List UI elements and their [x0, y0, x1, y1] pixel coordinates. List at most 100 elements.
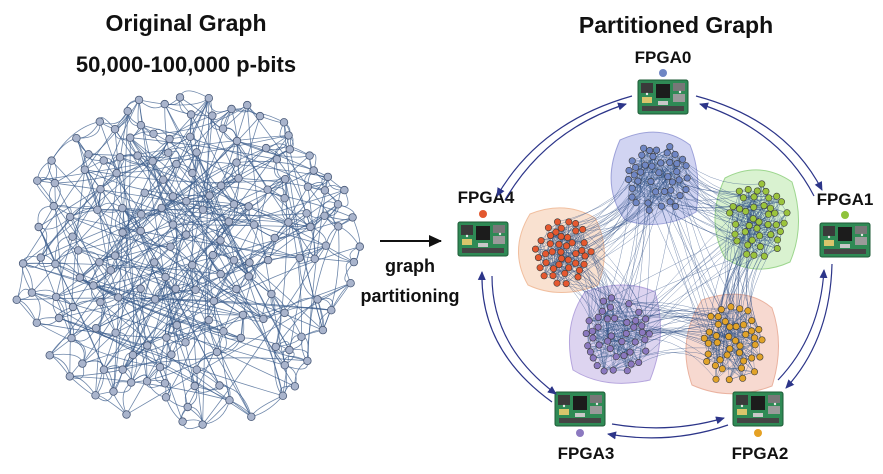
- graph-node: [242, 100, 252, 110]
- graph-node: [245, 258, 254, 267]
- cluster-node-fpga0: [668, 178, 676, 186]
- graph-node: [128, 350, 138, 360]
- graph-node: [349, 257, 359, 267]
- fpga2-board-icon: [732, 391, 784, 427]
- graph-edge: [202, 399, 230, 426]
- graph-node: [136, 284, 145, 293]
- graph-node: [175, 93, 185, 102]
- cluster-node-fpga3: [618, 338, 626, 346]
- cluster-node-fpga3: [623, 367, 631, 375]
- graph-node: [18, 259, 28, 268]
- graph-node: [247, 412, 256, 421]
- graph-node: [340, 185, 349, 195]
- cluster-node-fpga2: [736, 305, 744, 313]
- cluster-node-fpga4: [557, 248, 565, 256]
- cluster-node-fpga1: [771, 209, 779, 217]
- graph-node: [205, 191, 214, 200]
- cluster-node-fpga3: [625, 300, 633, 308]
- graph-node: [263, 255, 273, 265]
- graph-edge: [176, 163, 250, 277]
- cluster-node-fpga4: [564, 233, 572, 241]
- graph-edge: [49, 163, 177, 356]
- inter-cluster-edge: [628, 156, 654, 304]
- original-graph-nodes: [12, 93, 364, 429]
- cluster-node-fpga3: [599, 297, 607, 305]
- graph-node: [224, 217, 233, 226]
- fpga2-dot: [754, 429, 762, 437]
- arrow-fpga3-to-fpga2: [611, 416, 725, 429]
- partition-label-line1: graph: [385, 256, 435, 276]
- graph-node: [155, 363, 165, 372]
- cluster-node-fpga1: [756, 232, 764, 240]
- cluster-node-fpga1: [749, 215, 757, 223]
- graph-edge: [138, 99, 189, 408]
- cluster-node-fpga3: [593, 362, 601, 370]
- inter-cluster-edge: [746, 218, 763, 340]
- graph-node: [67, 333, 76, 343]
- cluster-edge: [747, 310, 763, 340]
- graph-node: [244, 272, 253, 281]
- inter-cluster-edge: [545, 162, 662, 255]
- graph-node: [279, 118, 289, 127]
- graph-node: [188, 168, 197, 178]
- fpga4-board-icon: [457, 221, 509, 257]
- graph-node: [218, 124, 228, 133]
- cluster-node-fpga4: [555, 240, 563, 248]
- graph-node: [136, 120, 146, 130]
- cluster-node-fpga1: [755, 218, 763, 226]
- cluster-node-fpga0: [644, 199, 652, 207]
- cluster-node-fpga3: [588, 327, 596, 335]
- fpga1-dot: [841, 211, 849, 219]
- cluster-edge: [748, 189, 782, 203]
- graph-edge: [190, 114, 221, 241]
- cluster-node-fpga0: [628, 157, 636, 165]
- graph-edge: [130, 276, 166, 383]
- cluster-node-fpga3: [611, 314, 619, 322]
- graph-node: [238, 310, 248, 320]
- graph-node: [320, 211, 329, 220]
- cluster-node-fpga2: [740, 321, 748, 329]
- graph-node: [91, 391, 100, 400]
- cluster-node-fpga2: [742, 330, 750, 338]
- inter-cluster-edge: [560, 251, 628, 323]
- cluster-node-fpga1: [750, 193, 758, 201]
- graph-edge: [161, 207, 224, 332]
- graph-edge: [179, 90, 209, 99]
- cluster-node-fpga3: [635, 308, 643, 316]
- cluster-node-fpga2: [735, 349, 743, 357]
- cluster-node-fpga1: [753, 187, 761, 195]
- graph-node: [118, 203, 127, 213]
- cluster-node-fpga1: [729, 203, 737, 211]
- fpga3-board-icon: [554, 391, 606, 427]
- cluster-node-fpga4: [546, 232, 554, 240]
- inter-cluster-edge: [590, 251, 646, 320]
- cluster-node-fpga4: [562, 280, 570, 288]
- cluster-node-fpga4: [568, 239, 576, 247]
- cluster-node-fpga2: [755, 325, 763, 333]
- cluster-node-fpga0: [676, 192, 684, 200]
- cluster-node-fpga1: [760, 252, 768, 260]
- graph-edge: [207, 255, 218, 353]
- cluster-node-fpga0: [628, 193, 636, 201]
- graph-edge: [202, 140, 238, 210]
- cluster-node-fpga2: [714, 313, 722, 321]
- graph-edge: [58, 317, 284, 397]
- graph-node: [321, 241, 331, 250]
- cluster-node-fpga2: [707, 312, 715, 320]
- graph-node: [91, 324, 101, 333]
- cluster-edge: [611, 335, 628, 371]
- cluster-edge: [730, 306, 759, 330]
- graph-edge: [202, 245, 327, 425]
- graph-edge: [132, 319, 210, 356]
- cluster-node-fpga4: [552, 228, 560, 236]
- cluster-node-fpga0: [682, 162, 690, 170]
- inter-cluster-edge: [566, 154, 676, 247]
- graph-node: [136, 210, 146, 219]
- cluster-node-fpga3: [635, 358, 643, 366]
- graph-edge: [22, 263, 242, 339]
- cluster-node-fpga1: [765, 194, 773, 202]
- inter-cluster-edge: [628, 303, 761, 358]
- inter-cluster-edge: [638, 210, 650, 363]
- cluster-node-fpga2: [737, 364, 745, 372]
- cluster-node-fpga3: [638, 322, 646, 330]
